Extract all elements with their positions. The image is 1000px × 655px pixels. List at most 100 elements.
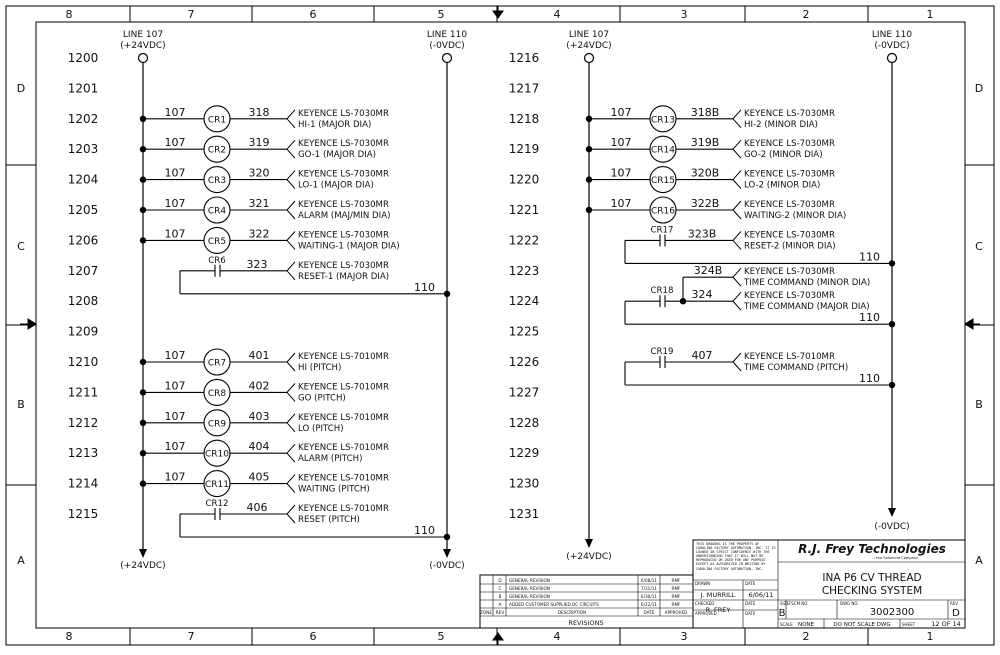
wire-number: 107 — [611, 106, 632, 119]
line-number: 1219 — [509, 142, 540, 156]
col-label-top: 4 — [554, 8, 561, 21]
device-function: RESET-1 (MAJOR DIA) — [298, 272, 389, 282]
line-number: 1228 — [509, 416, 540, 430]
rev-row-rev: A — [499, 602, 502, 607]
wire-number: 318 — [249, 106, 270, 119]
checked-by: R. FREY — [706, 606, 731, 614]
row-label-right: B — [975, 398, 983, 411]
wire-number: 323 — [247, 258, 268, 271]
col-label-bottom: 2 — [803, 630, 810, 643]
line-number: 1210 — [68, 355, 99, 369]
rail-junction-dot — [888, 381, 896, 389]
terminal-chevron-icon — [286, 261, 296, 281]
line-number: 1212 — [68, 416, 99, 430]
device-name: KEYENCE LS-7010MR — [298, 352, 389, 362]
device-name: KEYENCE LS-7030MR — [298, 170, 389, 180]
device-name: KEYENCE LS-7030MR — [744, 200, 835, 210]
wire-number: 107 — [611, 136, 632, 149]
right-line110-label: LINE 110 — [872, 30, 912, 40]
dwg-label: DWG NO. — [840, 601, 859, 606]
relay-coil — [203, 196, 231, 224]
drawing-title-line1: INA P6 CV THREAD — [822, 572, 921, 584]
device-name: KEYENCE LS-7010MR — [298, 413, 389, 423]
scale-label: SCALE — [780, 622, 793, 627]
device-name: KEYENCE LS-7030MR — [298, 261, 389, 271]
rev-row-rev: D — [498, 578, 501, 583]
wire-number: 323B — [688, 227, 717, 240]
contact-label: CR19 — [651, 347, 674, 357]
relay-coil — [203, 348, 231, 376]
device-function: ALARM (PITCH) — [298, 454, 363, 464]
checked-label: CHECKED — [695, 601, 714, 606]
rail-junction-dot — [888, 260, 896, 267]
device-name: KEYENCE LS-7030MR — [744, 139, 835, 149]
terminal-chevron-icon — [286, 413, 296, 433]
wire-number: 403 — [249, 410, 270, 423]
device-function: LO-1 (MAJOR DIA) — [298, 181, 374, 191]
coil-label: CR3 — [208, 176, 226, 186]
line-number: 1231 — [509, 507, 540, 521]
wire-number: 107 — [165, 136, 186, 149]
relay-coil — [649, 196, 677, 224]
relay-coil — [203, 105, 231, 133]
coil-label: CR16 — [651, 207, 675, 217]
line-number: 1202 — [68, 112, 99, 126]
wire-number: 107 — [165, 410, 186, 423]
device-function: WAITING (PITCH) — [298, 485, 370, 495]
rev-header-date: DATE — [644, 610, 655, 615]
coil-label: CR10 — [205, 450, 229, 460]
device-function: TIME COMMAND (MINOR DIA) — [743, 278, 870, 288]
wire-number: 319 — [249, 136, 270, 149]
approved-label: APPROVED — [695, 611, 717, 616]
col-label-top: 1 — [927, 8, 934, 21]
line-number: 1226 — [509, 355, 540, 369]
line-number: 1200 — [68, 51, 99, 65]
wire-number: 107 — [165, 440, 186, 453]
right-line107-sub: (+24VDC) — [566, 41, 611, 51]
right-line110-bottom: (-0VDC) — [874, 522, 909, 532]
rev-row-rev: C — [499, 586, 502, 591]
rev-row-desc: GENERAL REVISION — [509, 578, 550, 583]
device-function: HI-1 (MAJOR DIA) — [298, 120, 371, 130]
device-name: KEYENCE LS-7030MR — [744, 170, 835, 180]
device-name: KEYENCE LS-7030MR — [298, 139, 389, 149]
arrow-right-icon — [27, 318, 37, 330]
col-label-bottom: 7 — [188, 630, 195, 643]
coil-label: CR5 — [208, 237, 226, 247]
company-name: R.J. Frey Technologies — [798, 542, 946, 556]
device-function: HI (PITCH) — [298, 363, 341, 373]
drawn-date: 6/06/11 — [748, 591, 773, 599]
wire-number: 319B — [691, 136, 720, 149]
device-name: KEYENCE LS-7030MR — [298, 230, 389, 240]
line-number: 1216 — [509, 51, 540, 65]
col-label-bottom: 1 — [927, 630, 934, 643]
rev-label: REV — [950, 601, 958, 606]
row-label-right: C — [975, 240, 983, 253]
coil-label: CR1 — [208, 115, 226, 125]
dwg-number: 3002300 — [870, 607, 915, 618]
relay-coil — [203, 409, 231, 437]
contact-label: CR6 — [208, 256, 225, 266]
drawn-label: DRAWN — [695, 581, 710, 586]
terminal-chevron-icon — [732, 109, 742, 129]
size-label: SIZE — [780, 601, 789, 606]
line-number: 1205 — [68, 203, 99, 217]
device-name: KEYENCE LS-7030MR — [744, 230, 835, 240]
terminal-chevron-icon — [732, 267, 742, 287]
col-label-top: 5 — [438, 8, 445, 21]
wire-number: 402 — [249, 379, 270, 392]
line-number: 1211 — [68, 385, 99, 399]
arrow-down-icon — [492, 10, 504, 19]
device-name: KEYENCE LS-7030MR — [298, 109, 389, 119]
terminal-chevron-icon — [286, 170, 296, 189]
line-number: 1218 — [509, 112, 540, 126]
coil-label: CR9 — [208, 419, 227, 429]
left-rail107-terminal — [137, 52, 149, 64]
col-label-top: 3 — [681, 8, 688, 21]
wire-number: 401 — [249, 349, 270, 362]
